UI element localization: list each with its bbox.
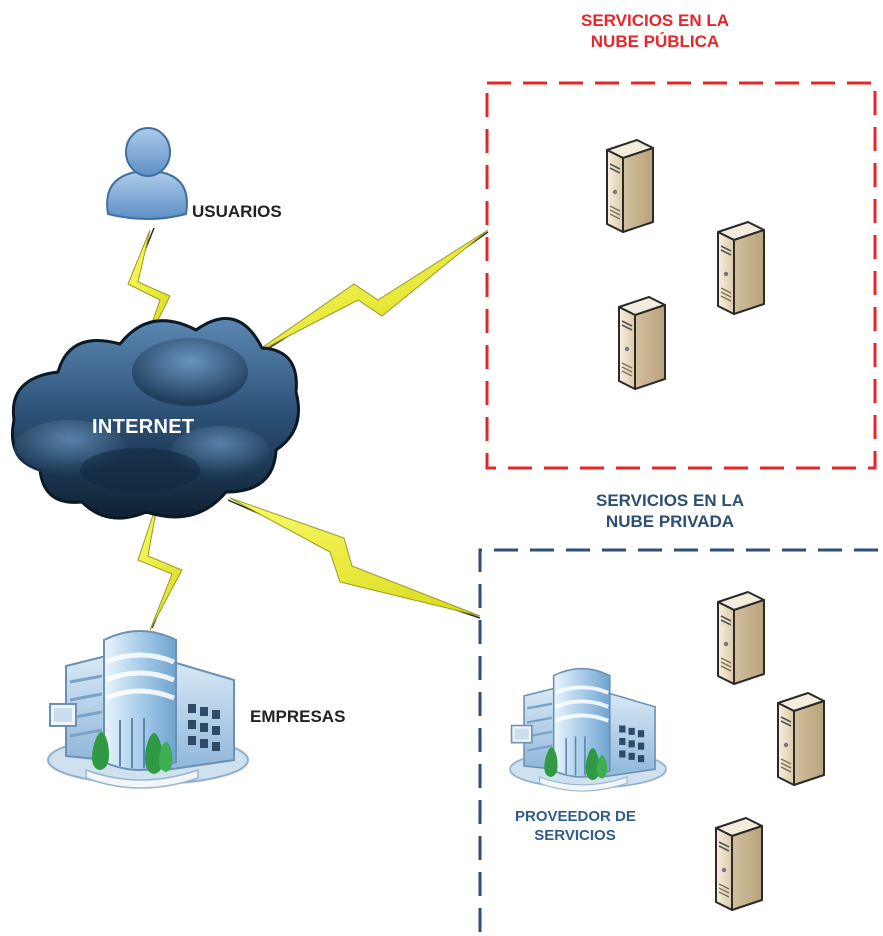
public-cloud-boundary xyxy=(485,81,877,470)
users-label: USUARIOS xyxy=(192,202,282,221)
link-internet-public-cloud xyxy=(249,229,489,361)
building-icon xyxy=(48,631,248,788)
internet-label: INTERNET xyxy=(92,416,195,438)
public-cloud-title: SERVICIOS EN LA NUBE PÚBLICA xyxy=(575,10,735,53)
server-icon xyxy=(777,692,825,786)
public-cloud-title-line1: SERVICIOS EN LA xyxy=(581,11,729,30)
server-icon xyxy=(715,817,763,911)
server-icon xyxy=(717,591,765,685)
provider-label: PROVEEDOR DE SERVICIOS xyxy=(515,808,636,846)
private-cloud-title-line2: NUBE PRIVADA xyxy=(605,512,735,532)
provider-label-line1: PROVEEDOR DE xyxy=(515,808,636,825)
server-icon xyxy=(606,139,654,233)
server-icon xyxy=(618,296,666,390)
private-cloud-title-line1: SERVICIOS EN LA xyxy=(596,491,744,510)
private-cloud-boundary xyxy=(478,548,878,936)
provider-building-icon xyxy=(508,666,668,793)
provider-label-line2: SERVICIOS xyxy=(534,826,616,844)
companies-label: EMPRESAS xyxy=(250,707,346,726)
cloud-icon xyxy=(11,316,300,520)
private-cloud-title: SERVICIOS EN LA NUBE PRIVADA xyxy=(590,490,750,533)
link-internet-companies xyxy=(137,499,183,631)
user-icon xyxy=(106,127,188,220)
public-cloud-title-line2: NUBE PÚBLICA xyxy=(590,32,720,52)
link-internet-private-cloud xyxy=(227,497,481,619)
server-icon xyxy=(717,221,765,315)
